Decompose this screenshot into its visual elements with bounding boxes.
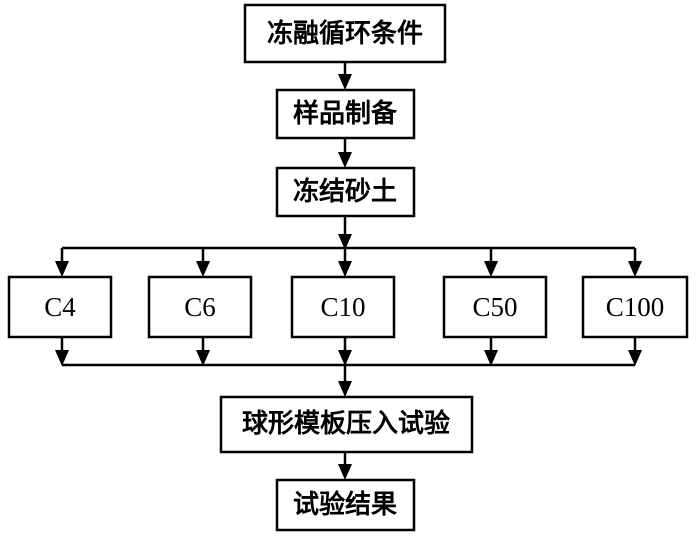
node-cycle-c6: C6 [147,275,253,339]
arrowhead-c6 [196,261,210,277]
node-spherical-template-indentation-test: 球形模板压入试验 [219,395,474,454]
node-cycle-c50: C50 [442,275,548,339]
arrowhead-c100 [628,261,642,277]
node-box-indentation-test [219,395,474,454]
arrowhead-c50 [484,261,498,277]
node-label-c10: C10 [320,292,365,322]
node-label-sample-preparation: 样品制备 [293,98,398,129]
arrowhead-below-c4 [55,350,69,366]
arrowhead-results [338,464,352,480]
arrowhead-below-c50 [484,350,498,366]
node-label-c4: C4 [44,292,76,322]
node-box-c4 [7,275,113,339]
node-test-results: 试验结果 [275,478,416,532]
node-box-frozen-sand [275,166,416,218]
node-label-c50: C50 [472,292,517,322]
node-cycle-c10: C10 [290,275,396,339]
arrowhead-bus [338,234,352,250]
node-box-test-results [275,478,416,532]
node-frozen-sand: 冻结砂土 [275,166,416,218]
node-label-test-results: 试验结果 [293,489,397,520]
node-box-freeze-thaw-conditions [243,3,447,64]
node-label-c100: C100 [606,292,665,322]
node-cycle-c100: C100 [581,275,689,339]
arrowhead-frozen [338,152,352,168]
arrowhead-below-c6 [196,350,210,366]
node-sample-preparation: 样品制备 [275,88,416,140]
node-box-c100 [581,275,689,339]
node-label-c6: C6 [184,292,216,322]
arrowhead-below-c10 [338,350,352,366]
node-label-frozen-sand: 冻结砂土 [293,176,397,207]
node-box-c6 [147,275,253,339]
arrowhead-c4 [55,261,69,277]
node-box-c10 [290,275,396,339]
node-cycle-c4: C4 [7,275,113,339]
node-box-c50 [442,275,548,339]
node-freeze-thaw-conditions: 冻融循环条件 [243,3,447,64]
arrowhead-c10 [338,261,352,277]
node-label-freeze-thaw-conditions: 冻融循环条件 [267,18,423,49]
arrowheads [55,74,642,480]
node-box-sample-preparation [275,88,416,140]
arrowhead-prep [338,74,352,90]
arrowhead-below-c100 [628,350,642,366]
arrowhead-test [338,381,352,397]
node-label-indentation-test: 球形模板压入试验 [242,408,450,439]
